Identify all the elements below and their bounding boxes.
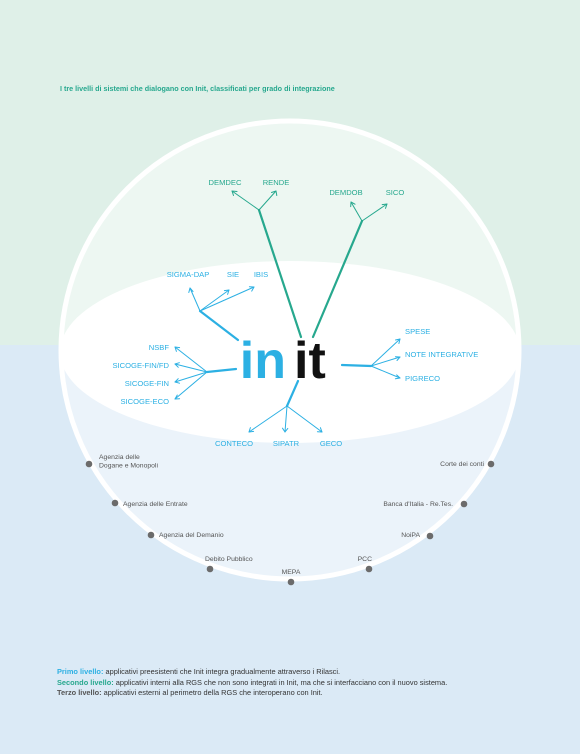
system-label: IBIS (254, 270, 268, 279)
system-label: SPESE (405, 327, 430, 336)
system-label: SICOGE-ECO (120, 397, 169, 406)
third-level-points (85, 460, 495, 586)
legend-first-level: Primo livello: applicativi preesistenti … (57, 667, 447, 678)
legend-text: applicativi preesistenti che Init integr… (103, 667, 341, 676)
legend-text: applicativi esterni al perimetro della R… (101, 688, 323, 698)
agency-label: Agenzia delle Entrate (123, 501, 188, 508)
system-label: SICOGE-FIN (125, 379, 169, 388)
legend-text: applicativi interni alla RGS che non son… (113, 677, 448, 687)
legend-key: Terzo livello: (57, 688, 102, 698)
second-level-labels: DEMDEC RENDE DEMDOB SICO (209, 178, 405, 197)
agency-label: Agenzia delle Dogane e Monopoli (99, 454, 158, 470)
system-label: RENDE (263, 178, 290, 187)
system-label: SICOGE-FIN/FD (112, 361, 169, 370)
point-marker (365, 565, 373, 573)
system-label: NOTE INTEGRATIVE (405, 350, 478, 359)
legend-second-level: Secondo livello: applicativi interni all… (57, 678, 447, 689)
point-marker (426, 532, 434, 540)
agency-label: Agenzia del Demanio (159, 532, 224, 539)
system-label: NSBF (149, 343, 170, 352)
legend-third-level: Terzo livello: applicativi esterni al pe… (57, 688, 447, 699)
second-level-connectors (231, 190, 388, 339)
agency-label: Banca d'Italia - Re.Tes. (383, 501, 453, 508)
system-label: GECO (320, 439, 342, 448)
point-marker (147, 531, 155, 539)
point-marker (487, 460, 495, 468)
system-label: SIE (227, 270, 239, 279)
legend-key: Primo livello: (57, 667, 104, 676)
first-level-labels: SIGMA-DAP SIE IBIS NSBF SICOGE-FIN/FD SI… (112, 270, 478, 448)
agency-label: Corte dei conti (440, 461, 484, 468)
legend-key: Secondo livello: (57, 677, 114, 687)
system-label: SICO (386, 188, 405, 197)
point-marker (85, 460, 93, 468)
point-marker (460, 500, 468, 508)
system-label: PIGRECO (405, 374, 440, 383)
first-level-connectors (174, 286, 401, 433)
logo-right: it (294, 332, 326, 390)
inner-ellipse (60, 261, 520, 443)
system-label: SIPATR (273, 439, 300, 448)
system-label: DEMDEC (209, 178, 242, 187)
point-marker (206, 565, 214, 573)
point-marker (287, 578, 295, 586)
legend: Primo livello: applicativi preesistenti … (57, 667, 447, 699)
agency-label-line: Agenzia delle (99, 454, 140, 461)
agency-label: Debito Pubblico (205, 556, 253, 563)
agency-label: MEPA (282, 569, 301, 576)
system-label: CONTECO (215, 439, 253, 448)
system-label: SIGMA-DAP (167, 270, 210, 279)
init-logo: in it (240, 332, 326, 390)
logo-left: in (240, 332, 286, 390)
agency-label-line: Dogane e Monopoli (99, 463, 158, 470)
agency-label: NoiPA (401, 532, 420, 539)
figure-title: I tre livelli di sistemi che dialogano c… (60, 84, 335, 93)
point-marker (111, 499, 119, 507)
third-level-labels: Agenzia delle Dogane e Monopoli Agenzia … (99, 454, 484, 576)
agency-label: PCC (358, 556, 372, 563)
system-label: DEMDOB (329, 188, 362, 197)
